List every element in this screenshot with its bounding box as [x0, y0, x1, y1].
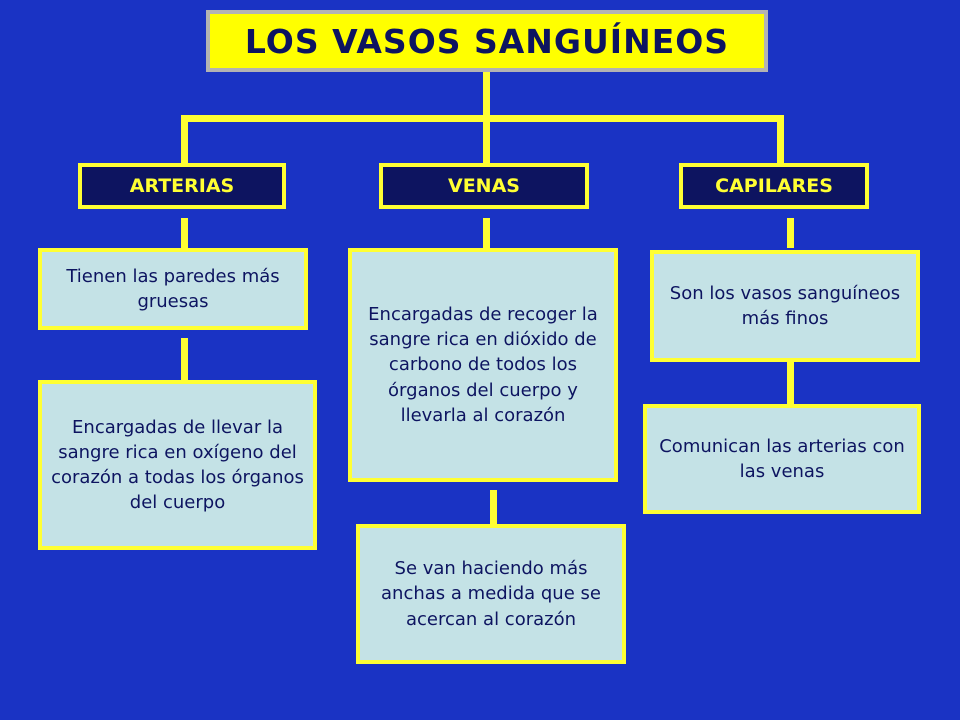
connector-to-venas [483, 115, 490, 165]
connector-to-capilares [777, 115, 784, 165]
arterias-fact-function: Encargadas de llevar la sangre rica en o… [38, 380, 317, 550]
capilares-fact-function: Comunican las arterias con las venas [643, 404, 921, 514]
connector-title-down [483, 72, 490, 118]
connector-arterias-fact2 [181, 338, 188, 382]
arterias-fact-walls: Tienen las paredes más gruesas [38, 248, 308, 330]
category-arterias: ARTERIAS [78, 163, 286, 209]
diagram-title: LOS VASOS SANGUÍNEOS [206, 10, 768, 72]
connector-venas-fact2 [490, 490, 497, 526]
venas-fact-function: Encargadas de recoger la sangre rica en … [348, 248, 618, 482]
category-venas: VENAS [379, 163, 589, 209]
capilares-fact-size: Son los vasos sanguíneos más finos [650, 250, 920, 362]
venas-fact-width: Se van haciendo más anchas a medida que … [356, 524, 626, 664]
connector-capilares-fact2 [787, 362, 794, 404]
category-capilares: CAPILARES [679, 163, 869, 209]
connector-venas-fact1 [483, 218, 490, 248]
connector-horizontal [181, 115, 784, 122]
connector-arterias-fact1 [181, 218, 188, 248]
connector-to-arterias [181, 115, 188, 165]
connector-capilares-fact1 [787, 218, 794, 248]
